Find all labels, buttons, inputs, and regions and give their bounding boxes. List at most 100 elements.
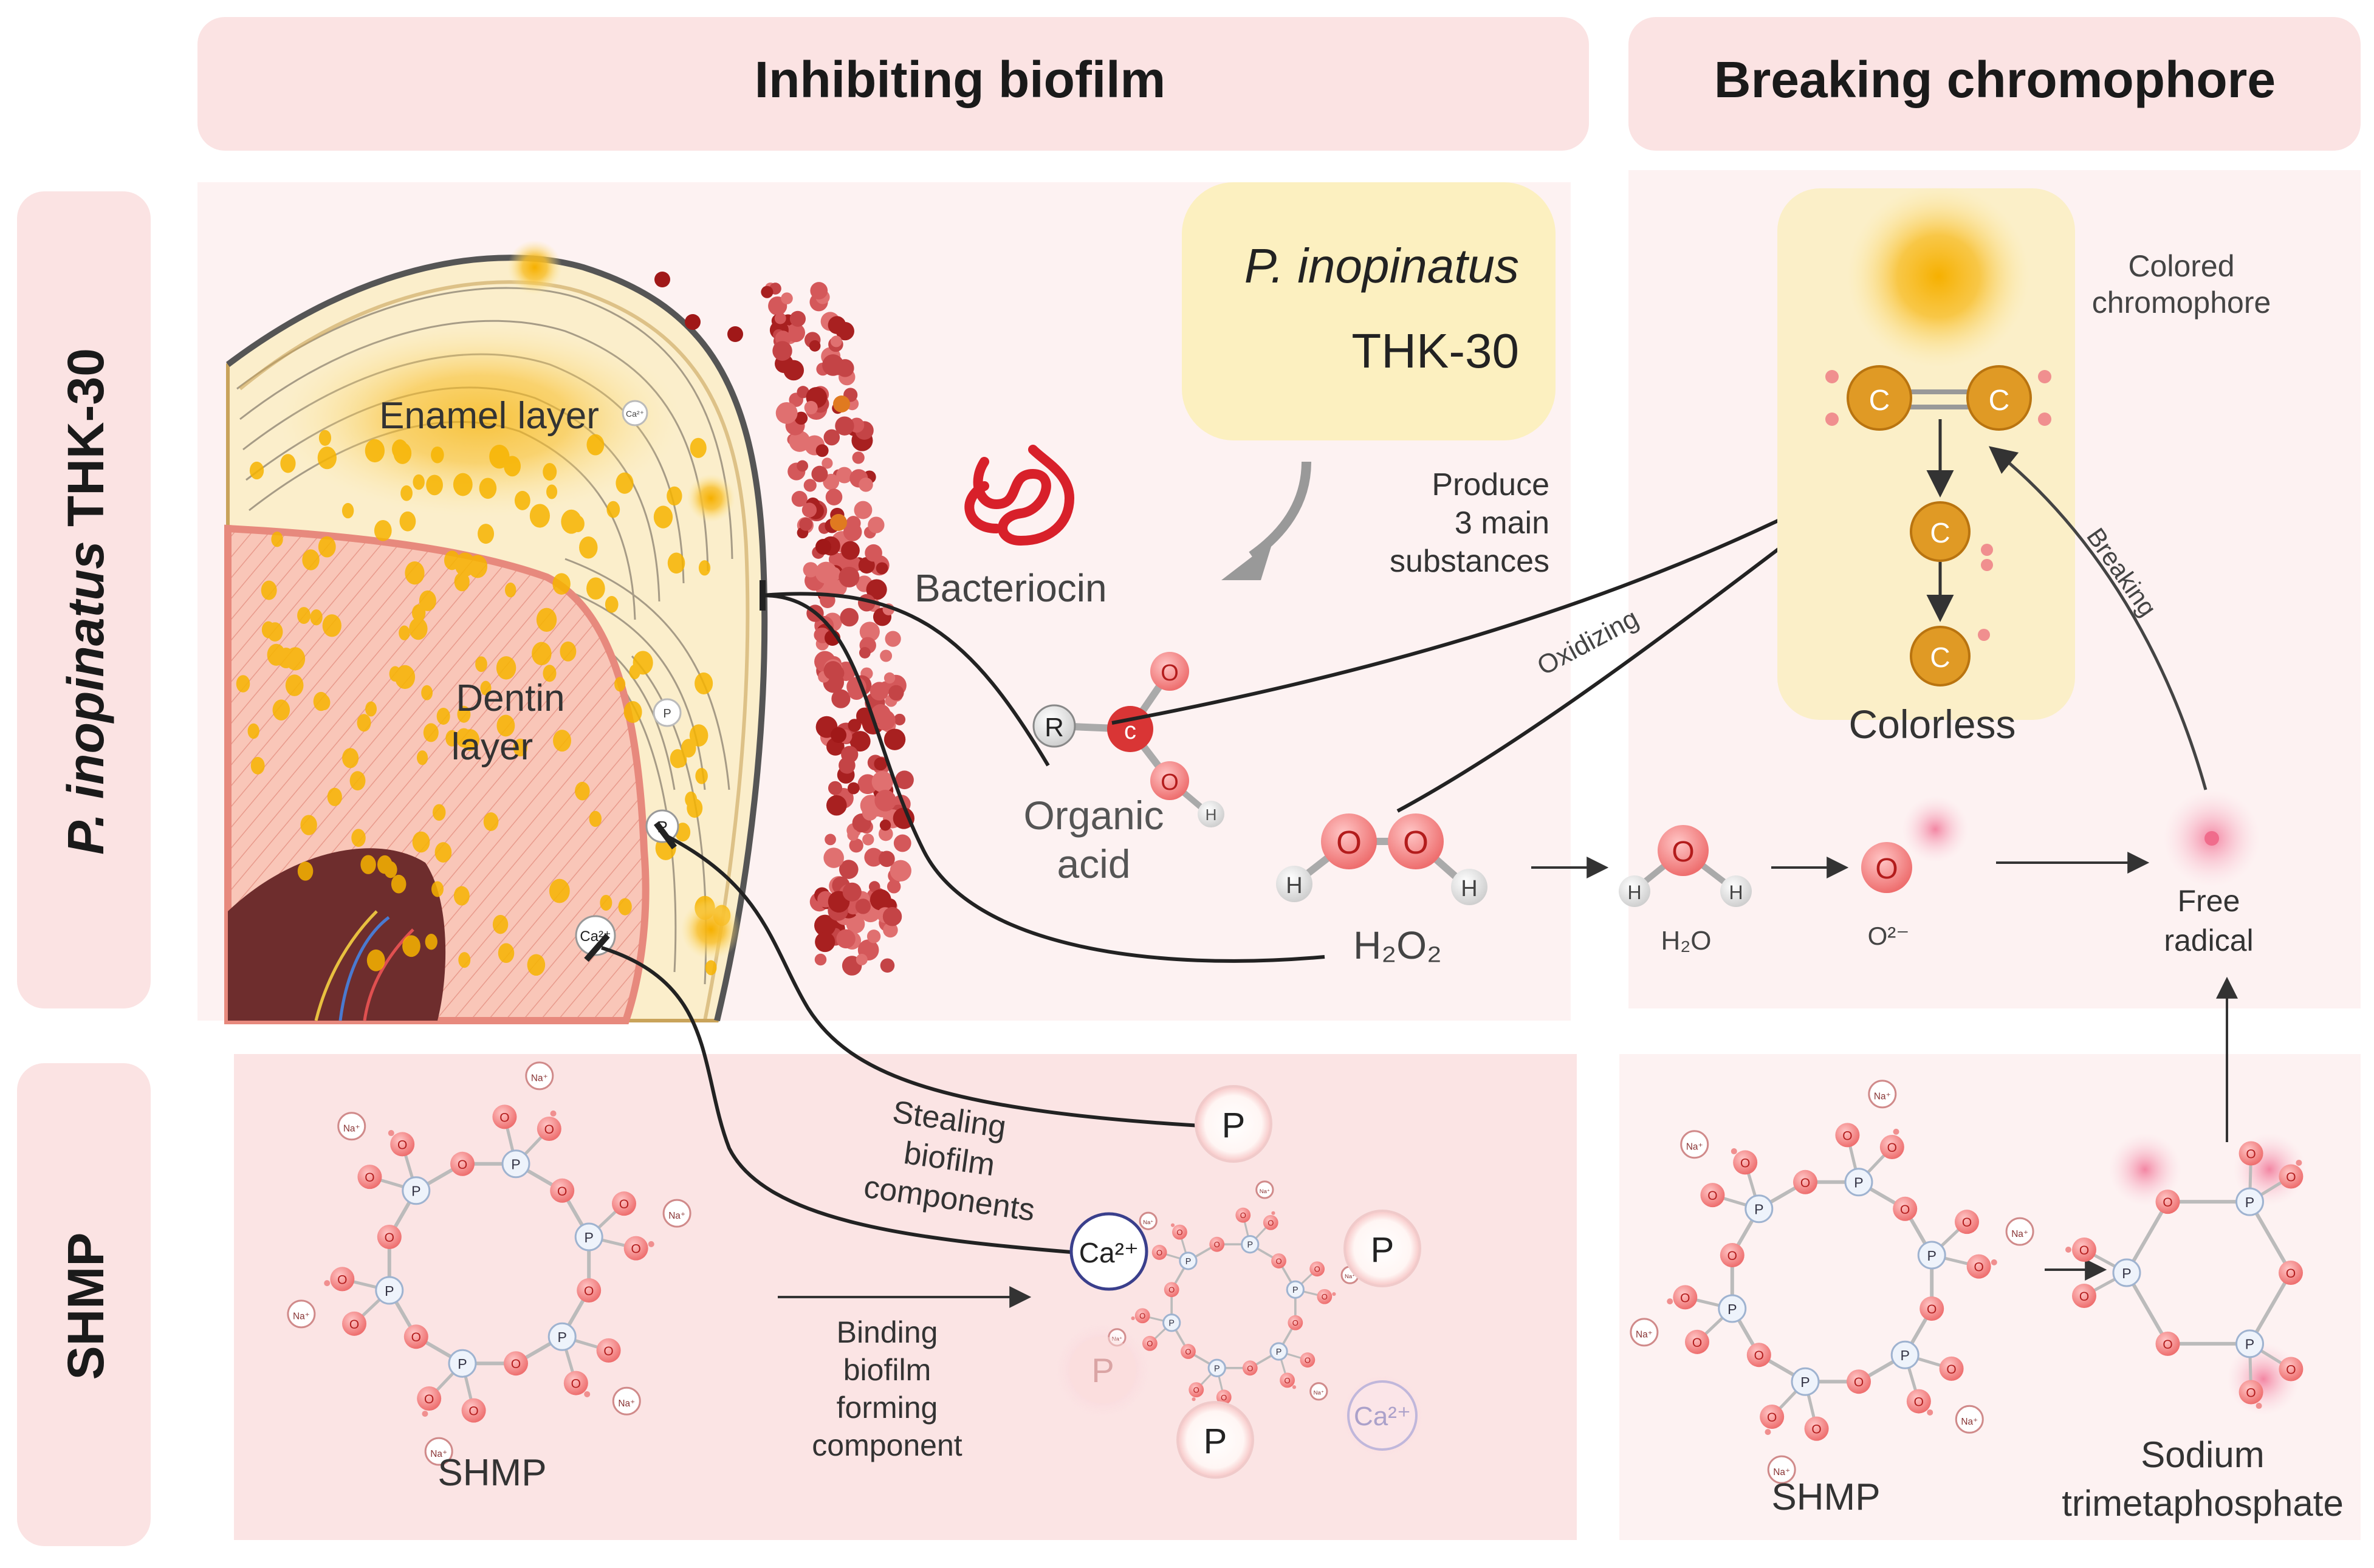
bacterium	[879, 820, 891, 831]
atom-o	[1906, 1389, 1931, 1414]
stain-dot	[327, 787, 342, 806]
bacterium	[809, 340, 821, 352]
svg-text:Ca²⁺: Ca²⁺	[1354, 1402, 1411, 1431]
atom-o	[1939, 1356, 1964, 1381]
stain-dot	[261, 580, 277, 600]
stain-dot	[365, 701, 377, 717]
atom-label: O	[1962, 1216, 1972, 1230]
chromophore-structure: C C C C	[1825, 365, 2051, 686]
charge-dot	[1271, 1211, 1275, 1215]
stain-dot	[552, 573, 571, 595]
charge-dot	[1170, 1223, 1175, 1227]
svg-text:P: P	[1222, 1106, 1246, 1145]
header-inhibiting-biofilm: Inhibiting biofilm	[755, 51, 1166, 108]
atom-label: O	[468, 1405, 478, 1419]
atom-o	[550, 1178, 575, 1203]
label-h2o2: H₂O₂	[1353, 923, 1442, 967]
bacterium	[846, 516, 861, 531]
atom-o: O	[1403, 824, 1429, 861]
svg-text:P: P	[1204, 1422, 1227, 1461]
row-label-top: P. inopinatus THK-30	[57, 348, 114, 855]
atom-label: O	[397, 1138, 407, 1152]
stain-dot	[458, 952, 471, 968]
atom-label: O	[571, 1377, 581, 1391]
atom-label: P	[585, 1230, 594, 1245]
atom-p	[1791, 1367, 1820, 1396]
stain-dot	[383, 861, 397, 878]
bacterium	[870, 889, 891, 911]
atom-label: O	[2079, 1244, 2089, 1258]
stain-dot	[393, 442, 412, 464]
atom-label: O	[1754, 1349, 1764, 1363]
atom-label: Na⁺	[1345, 1273, 1355, 1280]
bacterium	[761, 286, 774, 298]
atom-o	[2279, 1164, 2304, 1189]
bacterium	[814, 914, 836, 937]
atom-label: O	[1314, 1265, 1320, 1274]
row-label-bottom: SHMP	[57, 1233, 114, 1380]
atom-o	[1181, 1344, 1196, 1359]
atom-na	[1309, 1382, 1328, 1401]
atom-o	[1835, 1123, 1860, 1148]
stain-dot	[302, 549, 320, 570]
stain-dot	[667, 552, 685, 574]
bacterium	[830, 335, 842, 347]
atom-label: O	[603, 1344, 613, 1358]
atom-o	[1954, 1210, 1979, 1234]
atom-na	[1255, 1180, 1274, 1199]
panel-bottom-right	[1619, 1054, 2361, 1540]
atom-o	[1746, 1343, 1771, 1368]
label-organic-acid-2: acid	[1057, 841, 1130, 886]
atom-o	[2279, 1261, 2303, 1285]
atom-label: Na⁺	[1143, 1219, 1153, 1226]
chromophore-glow	[1847, 185, 2029, 368]
stain-dot	[365, 439, 385, 463]
stain-dot	[705, 960, 717, 976]
atom-o	[1134, 1308, 1150, 1324]
atom-p	[1286, 1280, 1305, 1299]
bacterium	[859, 621, 880, 642]
stain-dot	[297, 861, 314, 881]
atom-h: H	[1461, 876, 1477, 902]
bacterium	[786, 323, 806, 343]
atom-label: P	[1247, 1241, 1254, 1250]
atom-label: Na⁺	[531, 1073, 548, 1084]
bacterium	[804, 400, 818, 415]
bacterium	[825, 488, 843, 505]
stain-dot	[479, 478, 497, 499]
atom-o	[1700, 1183, 1725, 1208]
atom-label: O	[337, 1273, 347, 1287]
atom-o	[1235, 1207, 1251, 1223]
label-h2o: H₂O	[1661, 926, 1711, 956]
bacterium	[841, 541, 860, 560]
atom-na	[1767, 1455, 1796, 1484]
stain-dot	[317, 447, 337, 470]
bacterium	[801, 502, 817, 518]
atom-label: P	[411, 1183, 420, 1199]
charge-dot	[648, 1241, 654, 1247]
stain-dot	[689, 724, 708, 747]
stealing-lines	[584, 821, 1222, 1255]
stain-dot	[586, 434, 605, 456]
svg-text:Ca²⁺: Ca²⁺	[626, 409, 644, 419]
atom-label: O	[2079, 1290, 2089, 1304]
bacterium	[823, 473, 840, 490]
atom-na	[662, 1199, 691, 1228]
stain-dot	[374, 519, 392, 541]
bacterium	[849, 731, 871, 752]
stain-dot	[560, 641, 577, 662]
h2o-molecule: H O H	[1619, 825, 1752, 907]
label-colored-1: Colored	[2128, 249, 2234, 283]
label-stmp-2: trimetaphosphate	[2062, 1483, 2344, 1524]
stain-dot	[453, 473, 473, 496]
atom-p	[1179, 1251, 1198, 1270]
atom-p	[574, 1222, 603, 1251]
atom-label: O	[1680, 1291, 1690, 1305]
atom-o	[2072, 1238, 2096, 1262]
stain-dot	[445, 730, 459, 747]
bacterium	[840, 608, 859, 627]
atom-label: O	[1214, 1240, 1220, 1249]
atom-label: P	[1927, 1248, 1937, 1264]
atom-o: O	[1875, 853, 1898, 885]
charge-dot	[1991, 1259, 1997, 1265]
